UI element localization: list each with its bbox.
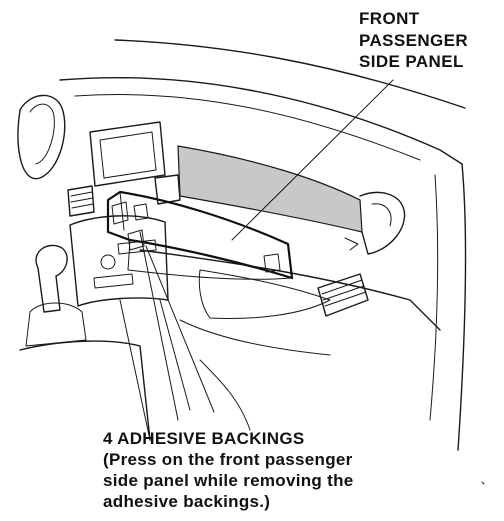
stack-slot-1 xyxy=(93,273,134,289)
side-panel-shaded xyxy=(177,145,363,233)
adhesive-backing-3 xyxy=(127,229,145,251)
adhesive-backing-4 xyxy=(263,253,281,273)
passenger-vent xyxy=(317,273,369,317)
passenger-vent-slats xyxy=(321,279,367,307)
gauge-hood-inner xyxy=(29,103,55,165)
center-stack xyxy=(69,215,169,307)
adhesive-backing-1 xyxy=(111,201,129,225)
dash-top-inner xyxy=(74,94,421,161)
leader-line-backings-2 xyxy=(145,245,215,413)
removed-side-panel xyxy=(106,190,294,280)
glovebox-outline xyxy=(198,269,331,319)
adhesive-backings-label: 4 ADHESIVE BACKINGS (Press on the front … xyxy=(103,428,354,512)
front-passenger-side-panel-label: FRONT PASSENGER SIDE PANEL xyxy=(359,8,468,73)
console-lower xyxy=(19,340,151,441)
backings-label-line-4: adhesive backings.) xyxy=(103,492,271,511)
lower-dash-contour xyxy=(139,249,441,331)
leader-line-panel xyxy=(231,79,394,241)
windshield-edge xyxy=(114,39,466,109)
gauge-hood xyxy=(17,94,66,180)
control-knob xyxy=(100,254,116,270)
edge-tick xyxy=(481,481,485,485)
panel-label-line-1: FRONT xyxy=(359,9,420,28)
panel-label-line-3: SIDE PANEL xyxy=(359,52,464,71)
center-screen xyxy=(89,121,166,187)
knee-panel-line xyxy=(199,359,251,431)
console-side xyxy=(119,299,191,441)
center-vent-left xyxy=(67,185,95,217)
panel-end-cap xyxy=(359,191,406,255)
center-screen-inner xyxy=(99,131,157,179)
backings-label-line-3: side panel while removing the xyxy=(103,471,354,490)
shifter-boot xyxy=(25,302,87,347)
backings-label-line-1: 4 ADHESIVE BACKINGS xyxy=(103,429,305,448)
adhesive-backing-2 xyxy=(133,203,149,221)
removed-panel-lip xyxy=(119,191,293,280)
panel-arrow xyxy=(344,237,359,251)
dash-side-fold xyxy=(429,174,439,421)
dash-top-edge xyxy=(59,76,463,165)
panel-end-cap-inner xyxy=(371,203,392,227)
dash-right-edge xyxy=(457,163,467,451)
center-vent-left-slats xyxy=(70,191,94,209)
panel-label-line-2: PASSENGER xyxy=(359,30,469,50)
backings-label-line-2: (Press on the front passenger xyxy=(103,450,353,469)
leader-line-backings-1 xyxy=(139,231,179,421)
lower-fold-line xyxy=(179,319,331,356)
gear-shifter xyxy=(35,244,68,313)
center-vent-right xyxy=(154,174,181,205)
